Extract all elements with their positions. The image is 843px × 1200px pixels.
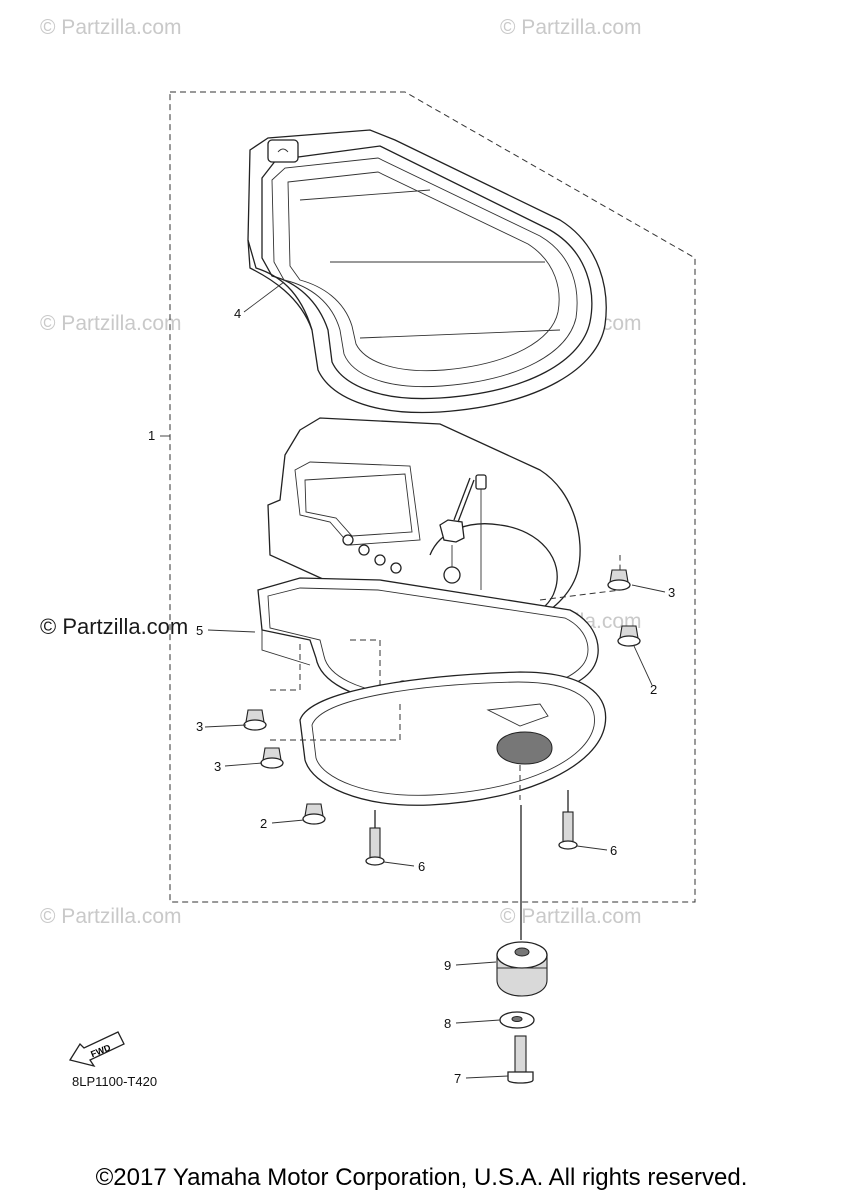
grommet [617, 625, 641, 647]
copyright-notice: ©2017 Yamaha Motor Corporation, U.S.A. A… [95, 1164, 748, 1191]
diagram-code: 8LP1100-T420 [72, 1074, 158, 1089]
callout-3: 3 [668, 585, 676, 600]
callout-9: 9 [444, 958, 452, 973]
callout-4: 4 [234, 306, 242, 321]
bolt [507, 1035, 534, 1084]
callout-3: 3 [214, 759, 222, 774]
callout-7: 7 [454, 1071, 462, 1086]
screw [558, 790, 578, 850]
callout-2: 2 [650, 682, 658, 697]
watermark: © Partzilla.com [40, 16, 182, 39]
assembly-boundary [169, 91, 696, 903]
meter-case [299, 671, 607, 806]
watermark: © Partzilla.com [500, 16, 642, 39]
damper [496, 941, 548, 997]
watermark: © Partzilla.com [40, 614, 189, 639]
fwd-arrow-icon: FWD [68, 1031, 125, 1068]
washer [499, 1011, 535, 1029]
callout-2: 2 [260, 816, 268, 831]
callout-6: 6 [610, 843, 618, 858]
screw [365, 810, 385, 866]
grommet [260, 747, 284, 769]
callout-3: 3 [196, 719, 204, 734]
callout-1: 1 [148, 428, 156, 443]
watermark: © Partzilla.com [500, 905, 642, 928]
grommet [302, 803, 326, 825]
callout-5: 5 [196, 623, 204, 638]
callout-8: 8 [444, 1016, 452, 1031]
callout-6: 6 [418, 859, 426, 874]
meter-cover [247, 129, 607, 414]
watermark: © Partzilla.com [40, 312, 182, 335]
grommet [607, 569, 631, 591]
grommet [243, 709, 267, 731]
watermark: © Partzilla.com [40, 905, 182, 928]
